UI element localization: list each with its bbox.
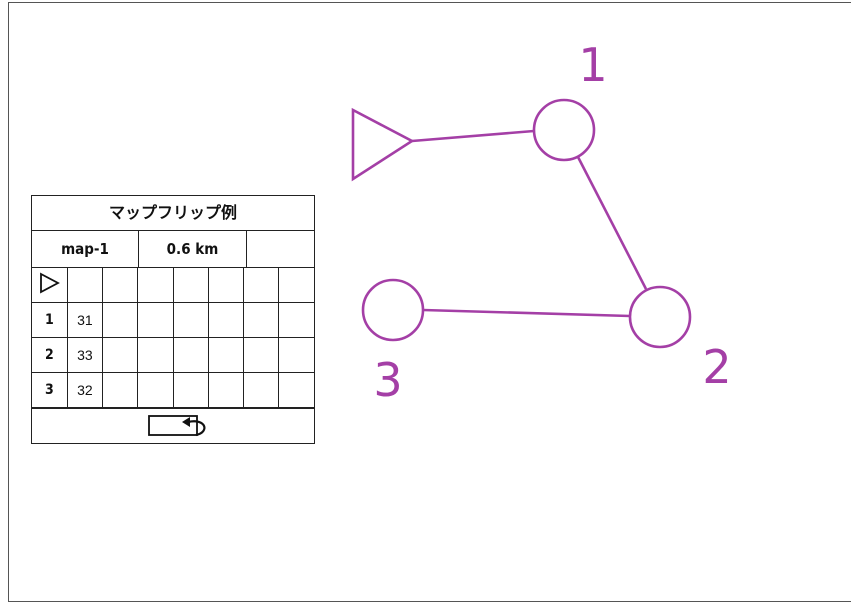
leg-2-3 bbox=[422, 308, 631, 318]
start-triangle bbox=[351, 107, 415, 182]
control-code: 32 bbox=[66, 372, 104, 408]
map-name: map-1 bbox=[32, 231, 139, 267]
control-row: 2 33 bbox=[32, 337, 314, 373]
start-row bbox=[32, 268, 314, 303]
map-flip-row bbox=[32, 408, 314, 443]
control-label-2: 2 bbox=[702, 340, 731, 394]
start-triangle-icon bbox=[40, 272, 61, 294]
control-circle-2 bbox=[628, 285, 692, 349]
leg-1-2 bbox=[576, 156, 648, 290]
course-diagram: 1 2 3 bbox=[351, 38, 732, 407]
course-length: 0.6 km bbox=[139, 231, 247, 267]
card-info-row: map-1 0.6 km bbox=[32, 231, 314, 268]
control-label-1: 1 bbox=[578, 38, 607, 92]
control-row: 1 31 bbox=[32, 302, 314, 338]
control-circle-3 bbox=[361, 278, 425, 342]
control-grid: 1 31 2 33 3 32 bbox=[32, 268, 314, 408]
control-description-card: マップフリップ例 map-1 0.6 km 1 31 2 33 3 32 bbox=[31, 195, 315, 444]
leg-start-1 bbox=[411, 129, 535, 143]
control-row: 3 32 bbox=[32, 372, 314, 408]
map-flip-icon bbox=[148, 415, 206, 437]
card-title: マップフリップ例 bbox=[32, 196, 314, 231]
control-label-3: 3 bbox=[373, 353, 402, 407]
control-circle-1 bbox=[532, 98, 596, 162]
